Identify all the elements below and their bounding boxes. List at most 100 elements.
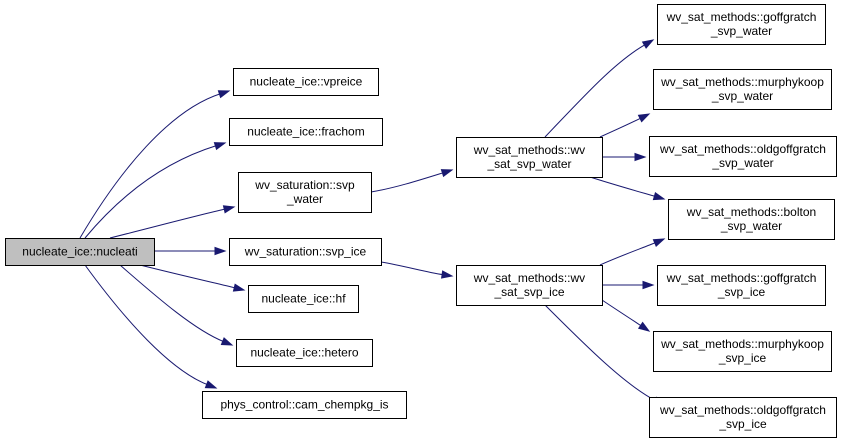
edge-line — [544, 304, 657, 402]
edge-arrowhead — [214, 246, 227, 256]
node-label: nucleate_ice::frachom — [247, 125, 364, 139]
edge-root-to-chempkg — [84, 264, 218, 389]
node-label: nucleate_ice::vpreice — [250, 75, 363, 89]
edge-arrowhead — [213, 142, 227, 151]
edge-svp_ice-to-wv_sat_svp_ice — [380, 261, 454, 279]
edge-line — [599, 117, 642, 138]
node-box[interactable] — [202, 391, 407, 419]
node-box[interactable] — [456, 265, 603, 306]
edge-root-to-frachom — [84, 142, 227, 239]
node-goff-water[interactable]: wv_sat_methods::goffgratch_svp_water — [657, 4, 826, 45]
node-box[interactable] — [653, 331, 832, 372]
edge-line — [119, 264, 224, 343]
node-chempkg[interactable]: phys_control::cam_chempkg_is — [202, 391, 407, 419]
edge-line — [139, 264, 236, 289]
node-box[interactable] — [456, 137, 603, 178]
node-box[interactable] — [5, 238, 155, 266]
node-label: _svp_water — [711, 89, 773, 103]
node-svp-ice[interactable]: wv_saturation::svp_ice — [229, 238, 382, 266]
node-box[interactable] — [229, 238, 382, 266]
node-bolton[interactable]: wv_sat_methods::bolton_svp_water — [668, 199, 835, 240]
node-label: wv_sat_methods::murphykoop — [660, 337, 824, 351]
edge-line — [380, 261, 444, 276]
edge-arrowhead — [652, 238, 666, 247]
node-label: wv_sat_methods::oldgoffgratch — [659, 142, 826, 156]
edge-wv_sat_svp_water-to-goff_water — [544, 39, 655, 138]
node-hetero[interactable]: nucleate_ice::hetero — [236, 339, 373, 367]
edge-root-to-hetero — [119, 264, 234, 346]
node-label: wv_sat_methods::wv — [473, 143, 585, 157]
node-label: nucleate_ice::nucleati — [22, 245, 137, 259]
node-label: _sat_svp_water — [486, 157, 571, 171]
node-oldgoff-water[interactable]: wv_sat_methods::oldgoffgratch_svp_water — [649, 136, 837, 177]
node-label: wv_sat_methods::murphykoop — [660, 75, 824, 89]
node-box[interactable] — [229, 118, 383, 146]
node-label: wv_saturation::svp — [254, 178, 355, 192]
node-box[interactable] — [649, 397, 837, 438]
edge-line — [601, 299, 642, 327]
node-oldgoff-ice[interactable]: wv_sat_methods::oldgoffgratch_svp_ice — [649, 397, 837, 438]
edge-root-to-vpreice — [79, 90, 231, 239]
node-label: wv_sat_methods::bolton — [686, 205, 816, 219]
node-box[interactable] — [238, 172, 372, 213]
edge-arrowhead — [217, 90, 231, 99]
node-box[interactable] — [668, 199, 835, 240]
edge-arrowhead — [642, 280, 655, 290]
edge-line — [84, 145, 217, 239]
edge-arrowhead — [637, 113, 651, 123]
node-box[interactable] — [233, 68, 379, 96]
node-vpreice[interactable]: nucleate_ice::vpreice — [233, 68, 379, 96]
node-label: _svp_water — [711, 156, 773, 170]
node-wv-sat-svp-water[interactable]: wv_sat_methods::wv_sat_svp_water — [456, 137, 603, 178]
node-label: _svp_ice — [718, 351, 767, 365]
edge-arrowhead — [652, 192, 666, 201]
edge-arrowhead — [204, 380, 218, 389]
node-label: _water — [286, 192, 323, 206]
node-label: wv_sat_methods::oldgoffgratch — [659, 403, 826, 417]
node-label: _sat_svp_ice — [493, 285, 564, 299]
edge-line — [370, 172, 444, 193]
node-label: wv_sat_methods::wv — [473, 271, 585, 285]
edge-wv_sat_svp_ice-to-goff_ice — [602, 280, 655, 290]
edge-wv_sat_svp_ice-to-oldgoff_ice — [544, 304, 666, 406]
edge-wv_sat_svp_water-to-oldgoff_water — [602, 152, 647, 162]
node-label: nucleate_ice::hetero — [250, 346, 358, 360]
edge-line — [544, 44, 646, 138]
node-murphy-water[interactable]: wv_sat_methods::murphykoop_svp_water — [653, 69, 832, 110]
edge-line — [599, 242, 656, 266]
node-murphy-ice[interactable]: wv_sat_methods::murphykoop_svp_ice — [653, 331, 832, 372]
edge-wv_sat_svp_ice-to-bolton — [599, 238, 666, 266]
node-box[interactable] — [657, 265, 826, 306]
node-box[interactable] — [649, 136, 837, 177]
node-label: nucleate_ice::hf — [261, 292, 346, 306]
edge-arrowhead — [637, 321, 651, 332]
node-label: _svp_water — [720, 219, 782, 233]
node-box[interactable] — [657, 4, 826, 45]
node-box[interactable] — [248, 285, 359, 313]
node-label: wv_sat_methods::goffgratch — [666, 10, 817, 24]
edge-arrowhead — [440, 270, 454, 279]
edge-svp_water-to-wv_sat_svp_water — [370, 169, 454, 193]
node-label: _svp_water — [710, 24, 772, 38]
edge-line — [84, 264, 208, 386]
node-box[interactable] — [236, 339, 373, 367]
node-root[interactable]: nucleate_ice::nucleati — [5, 238, 155, 266]
node-label: _svp_ice — [718, 417, 767, 431]
node-label: phys_control::cam_chempkg_is — [220, 398, 388, 412]
edge-layer — [79, 39, 666, 406]
edge-line — [109, 208, 226, 239]
edge-arrowhead — [222, 205, 236, 214]
node-label: wv_saturation::svp_ice — [244, 245, 367, 259]
edge-root-to-hf — [139, 264, 246, 292]
node-box[interactable] — [653, 69, 832, 110]
node-svp-water[interactable]: wv_saturation::svp_water — [238, 172, 372, 213]
node-frachom[interactable]: nucleate_ice::frachom — [229, 118, 383, 146]
node-goff-ice[interactable]: wv_sat_methods::goffgratch_svp_ice — [657, 265, 826, 306]
edge-arrowhead — [232, 283, 246, 292]
node-layer: nucleate_ice::nucleati nucleate_ice::vpre… — [5, 4, 837, 438]
node-label: wv_sat_methods::goffgratch — [666, 271, 817, 285]
edge-line — [589, 176, 656, 197]
node-hf[interactable]: nucleate_ice::hf — [248, 285, 359, 313]
node-wv-sat-svp-ice[interactable]: wv_sat_methods::wv_sat_svp_ice — [456, 265, 603, 306]
edge-wv_sat_svp_water-to-bolton — [589, 176, 666, 201]
